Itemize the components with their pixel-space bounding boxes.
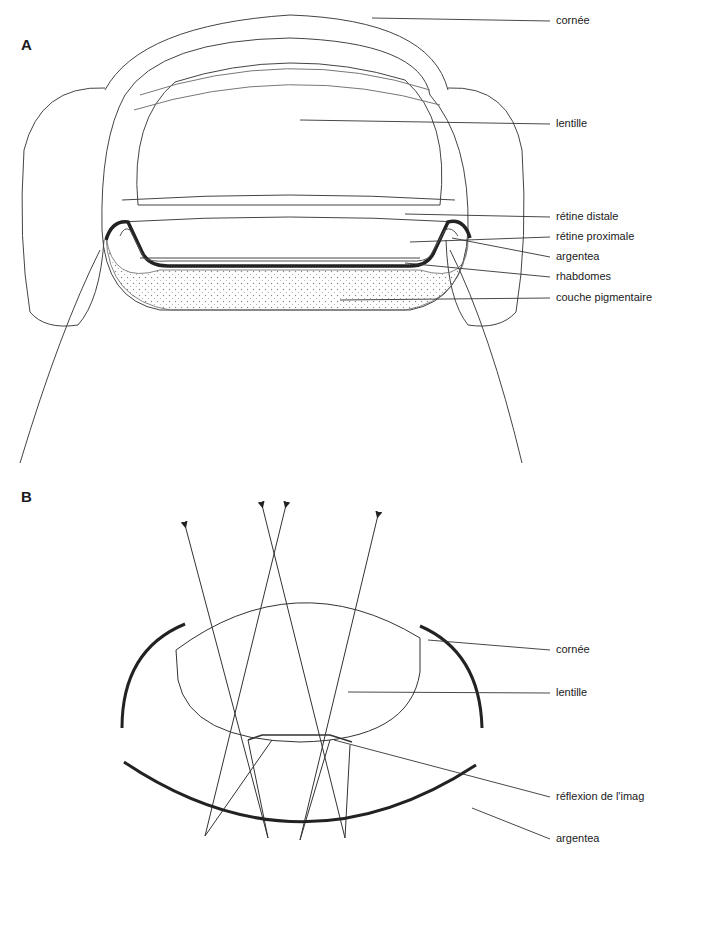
figure-letter: B bbox=[20, 488, 33, 505]
part-label: rétine proximale bbox=[555, 230, 635, 243]
figure-letter: A bbox=[20, 36, 33, 53]
part-label: lentille bbox=[555, 117, 588, 130]
part-label: argentea bbox=[555, 250, 600, 263]
part-label: lentille bbox=[555, 686, 588, 699]
part-label: cornée bbox=[555, 643, 591, 656]
part-label: rhabdomes bbox=[555, 270, 612, 283]
part-label: argentea bbox=[555, 832, 600, 845]
part-label: réflexion de l'imag bbox=[555, 790, 645, 803]
leader-lines bbox=[300, 18, 550, 839]
part-label: couche pigmentaire bbox=[555, 291, 653, 304]
part-label: rétine distale bbox=[555, 210, 619, 223]
part-label: cornée bbox=[555, 14, 591, 27]
